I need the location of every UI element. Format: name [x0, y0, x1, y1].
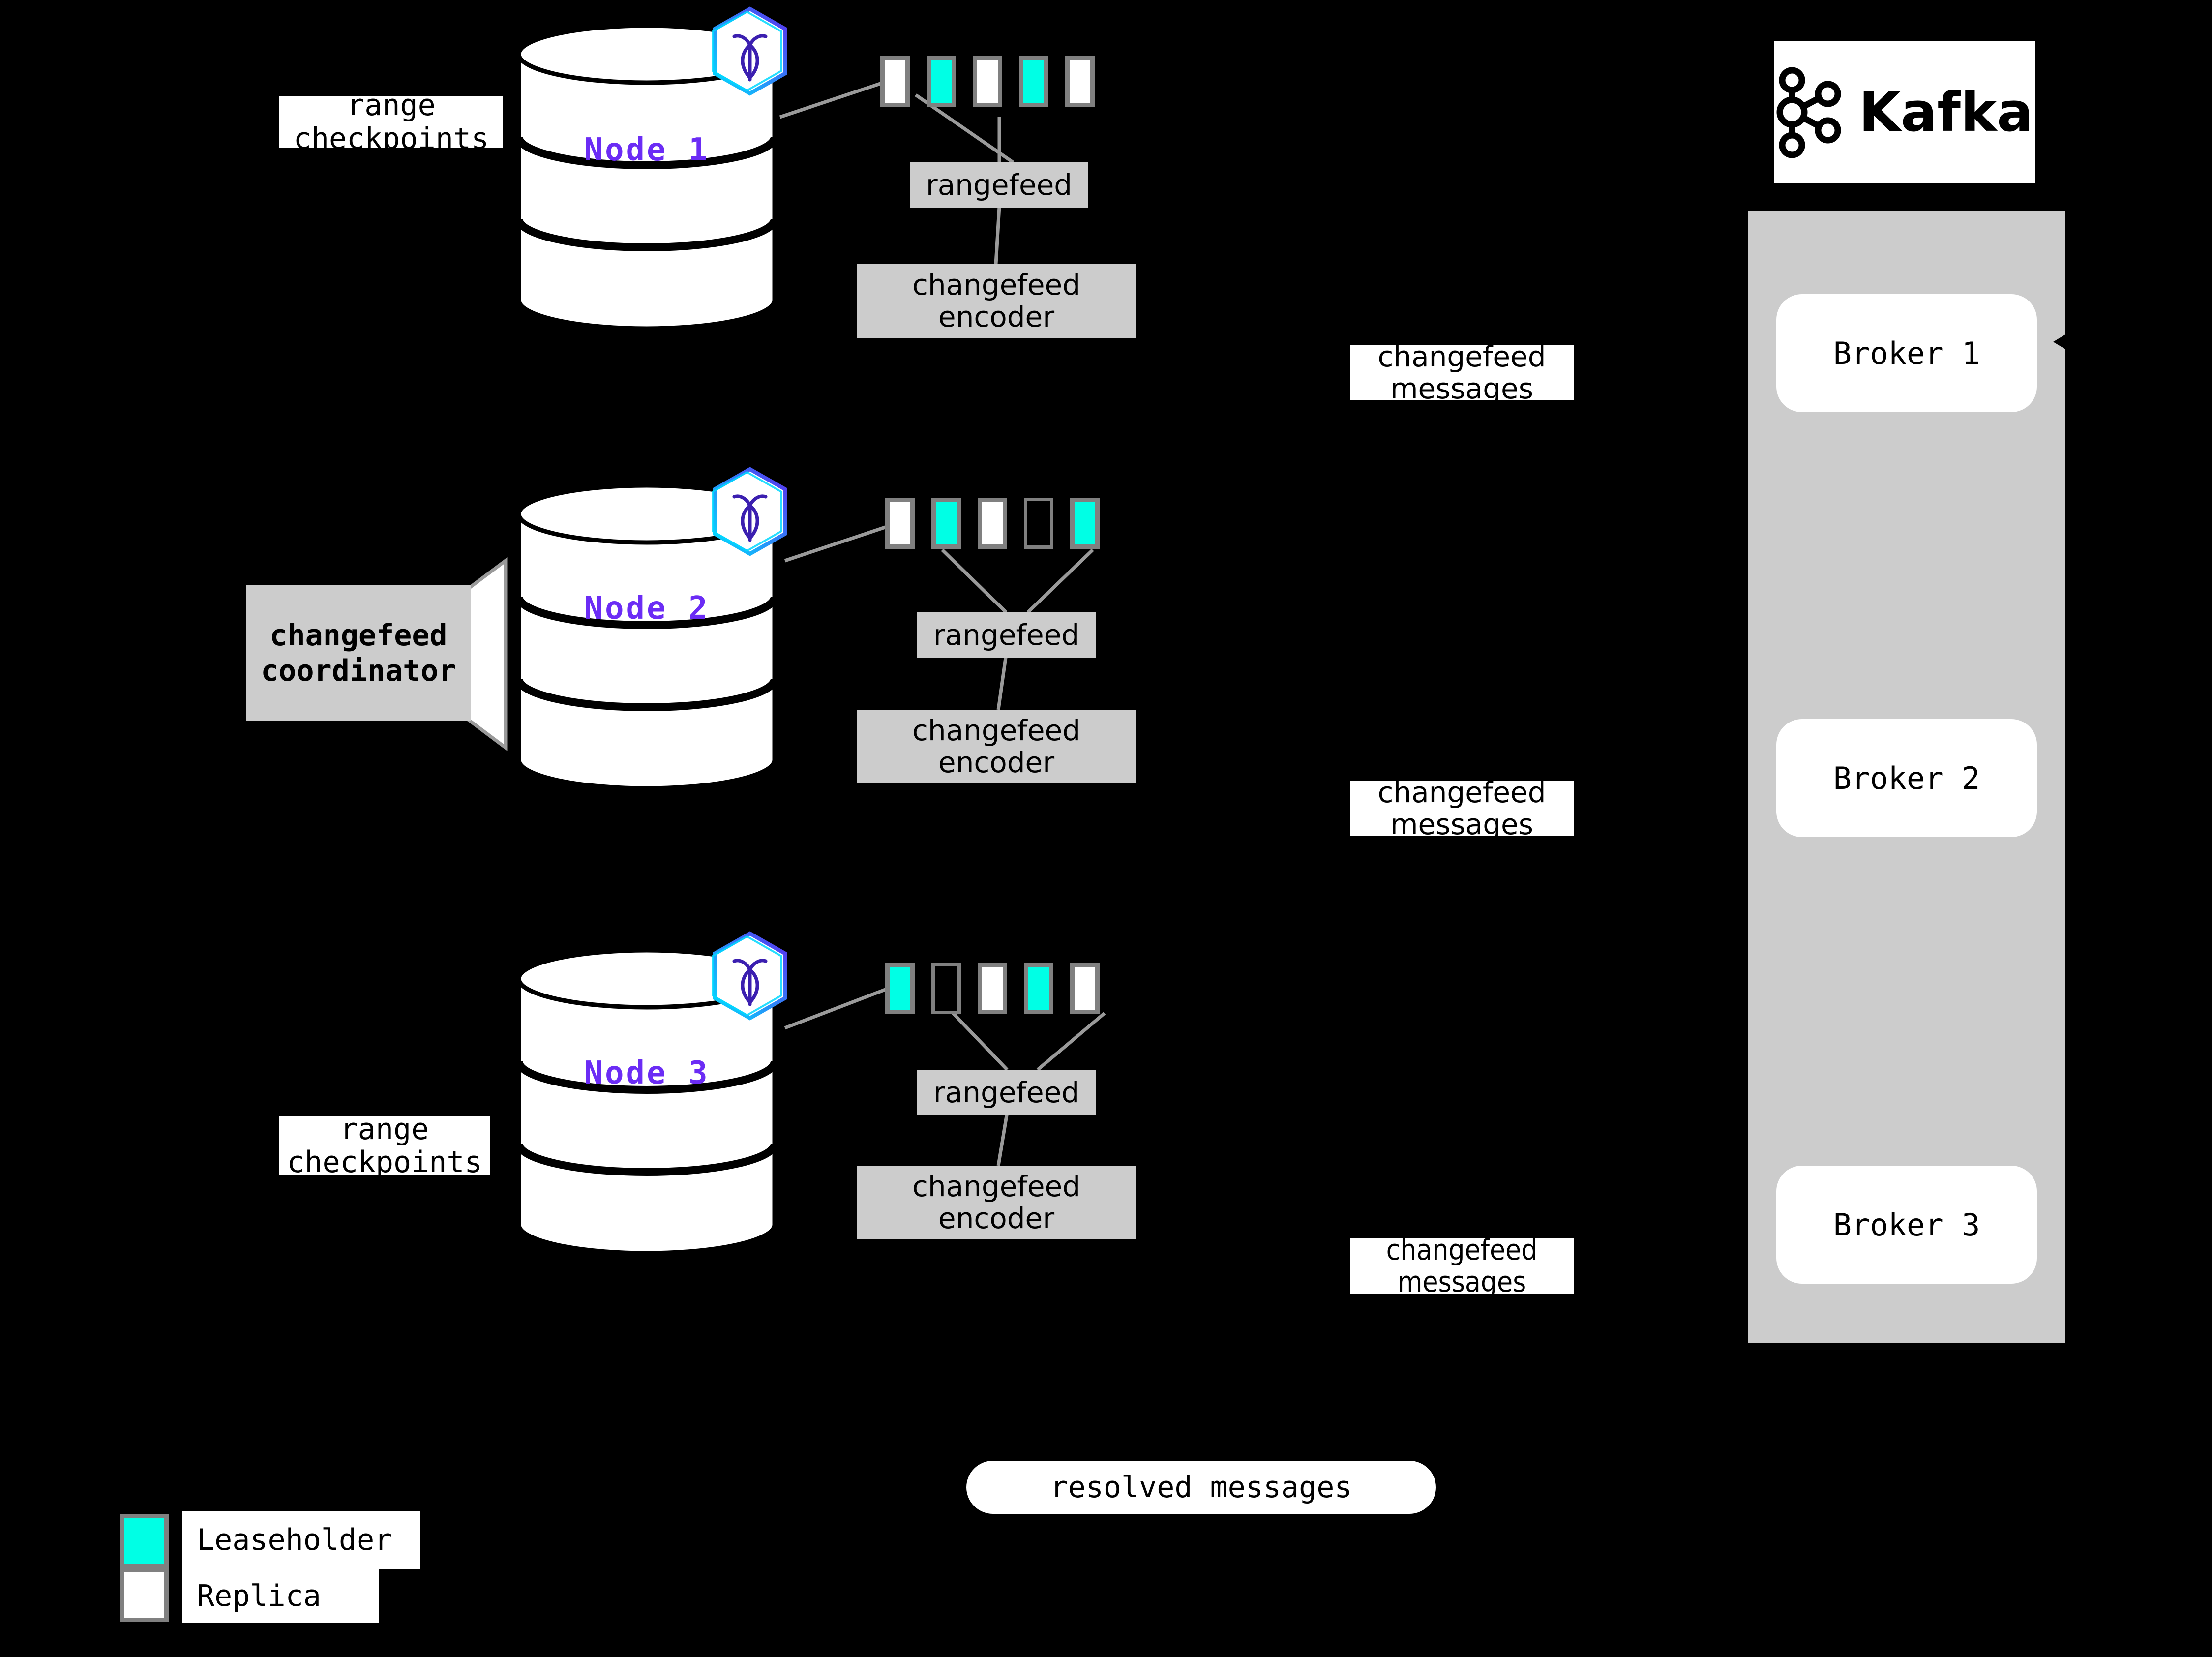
range-replica[interactable]	[1065, 56, 1095, 107]
node-2-cylinder	[514, 484, 779, 789]
node-1-cylinder	[514, 25, 779, 330]
kafka-logo-icon	[1776, 67, 1841, 158]
range-replica[interactable]	[973, 56, 1002, 107]
changefeed-messages-label-2: changefeed messages	[1350, 777, 1574, 840]
changefeed-messages-label-1: changefeed messages	[1350, 341, 1574, 404]
cockroachdb-hexagon-icon	[710, 931, 791, 1024]
node-1-changefeed-encoder-box[interactable]: changefeed encoder	[857, 264, 1136, 338]
kafka-broker-3[interactable]: Broker 3	[1776, 1166, 2037, 1284]
range-replica[interactable]	[978, 963, 1007, 1014]
node-2-label: Node 2	[584, 590, 710, 627]
range-unavailable[interactable]	[1024, 498, 1053, 549]
node-2-coordinator-callout	[245, 551, 508, 759]
range-leaseholder[interactable]	[1024, 963, 1053, 1014]
node-2-range-row	[885, 498, 1116, 549]
node-1-range-checkpoints-label: range checkpoints	[279, 89, 503, 155]
range-leaseholder[interactable]	[927, 56, 956, 107]
legend-swatch-leaseholder	[120, 1514, 169, 1568]
node-2-coordinator-label: changefeed coordinator	[261, 618, 456, 688]
node-3-range-checkpoints-label: range checkpoints	[279, 1113, 490, 1179]
kafka-logo-text: Kafka	[1858, 81, 2033, 144]
range-replica[interactable]	[880, 56, 910, 107]
range-leaseholder[interactable]	[931, 498, 961, 549]
node-1-range-row	[880, 56, 1111, 107]
range-leaseholder[interactable]	[1019, 56, 1048, 107]
kafka-logo-box: Kafka	[1774, 41, 2035, 183]
node-3-label: Node 3	[584, 1055, 710, 1091]
range-replica[interactable]	[885, 498, 915, 549]
cockroachdb-hexagon-icon	[710, 6, 791, 99]
kafka-broker-1[interactable]: Broker 1	[1776, 294, 2037, 412]
range-replica[interactable]	[978, 498, 1007, 549]
node-2-rangefeed-box[interactable]: rangefeed	[917, 612, 1096, 658]
node-3-changefeed-encoder-box[interactable]: changefeed encoder	[857, 1166, 1136, 1239]
node-1-label: Node 1	[584, 132, 710, 168]
changefeed-messages-label-3: changefeed messages	[1350, 1234, 1574, 1297]
node-3-range-row	[885, 963, 1116, 1014]
legend-label-replica: Replica	[182, 1569, 379, 1623]
range-leaseholder[interactable]	[885, 963, 915, 1014]
kafka-broker-2[interactable]: Broker 2	[1776, 719, 2037, 837]
node-1-rangefeed-box[interactable]: rangefeed	[910, 162, 1088, 208]
kafka-inbound-arrowhead	[2053, 329, 2075, 355]
legend-label-leaseholder: Leaseholder	[182, 1511, 420, 1569]
range-replica[interactable]	[1070, 963, 1100, 1014]
node-3-rangefeed-box[interactable]: rangefeed	[917, 1070, 1096, 1115]
legend-swatch-replica	[120, 1568, 169, 1622]
resolved-messages-pill[interactable]: resolved messages	[966, 1461, 1436, 1514]
range-unavailable[interactable]	[931, 963, 961, 1014]
range-leaseholder[interactable]	[1070, 498, 1100, 549]
node-2-changefeed-encoder-box[interactable]: changefeed encoder	[857, 710, 1136, 783]
cockroachdb-hexagon-icon	[710, 466, 791, 559]
